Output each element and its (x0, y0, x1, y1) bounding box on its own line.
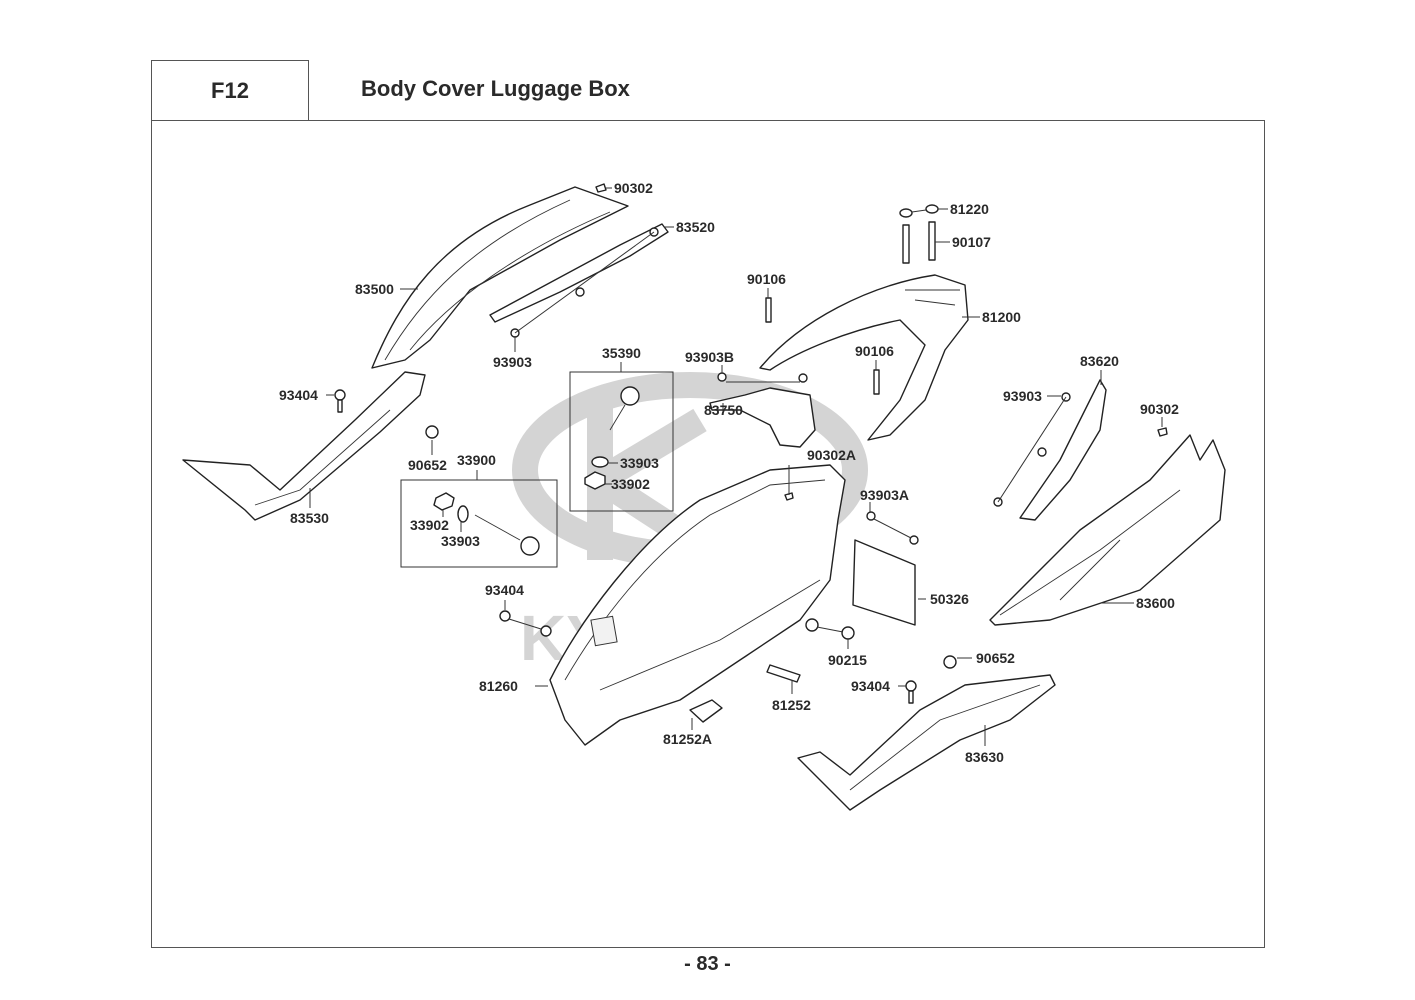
callout-93404[interactable]: 93404 (851, 678, 890, 694)
page-title: Body Cover Luggage Box (361, 76, 630, 101)
callout-93903[interactable]: 93903 (493, 354, 532, 370)
diagram-frame (151, 120, 1265, 948)
callout-83530[interactable]: 83530 (290, 510, 329, 526)
part-83750-cover[interactable] (709, 387, 816, 448)
callout-83750[interactable]: 83750 (704, 402, 743, 418)
fasteners (334, 183, 1168, 723)
callout-90302[interactable]: 90302 (614, 180, 653, 196)
callout-90106[interactable]: 90106 (747, 271, 786, 287)
bolt-90107[interactable] (902, 221, 936, 264)
callout-83600[interactable]: 83600 (1136, 595, 1175, 611)
callout-90215[interactable]: 90215 (828, 652, 867, 668)
callout-35390[interactable]: 35390 (602, 345, 641, 361)
screw-93903B[interactable] (717, 372, 808, 383)
callout-33902[interactable]: 33902 (410, 517, 449, 533)
screw-93903A[interactable] (866, 511, 919, 545)
clip-90652-right[interactable] (943, 655, 957, 669)
callout-33903[interactable]: 33903 (620, 455, 659, 471)
pad-81252[interactable] (766, 664, 801, 683)
group-box-33900 (400, 479, 558, 568)
callout-83500[interactable]: 83500 (355, 281, 394, 297)
callout-90652[interactable]: 90652 (408, 457, 447, 473)
callout-83520[interactable]: 83520 (676, 219, 715, 235)
part-83500-side-cover[interactable] (371, 186, 629, 369)
callout-81252[interactable]: 81252 (772, 697, 811, 713)
screw-93903-b[interactable] (575, 287, 585, 297)
callout-50326[interactable]: 50326 (930, 591, 969, 607)
pad-81252A[interactable] (689, 699, 723, 723)
socket-33900[interactable] (433, 492, 540, 556)
screw-93404-left[interactable] (334, 389, 346, 413)
section-code: F12 (151, 60, 309, 120)
callout-93404[interactable]: 93404 (279, 387, 318, 403)
callout-33902[interactable]: 33902 (611, 476, 650, 492)
callout-90302A[interactable]: 90302A (807, 447, 856, 463)
callout-33903[interactable]: 33903 (441, 533, 480, 549)
clip-90302-right[interactable] (1157, 427, 1168, 437)
callout-81260[interactable]: 81260 (479, 678, 518, 694)
callout-90302[interactable]: 90302 (1140, 401, 1179, 417)
part-83530-floor-side-cover[interactable] (182, 371, 426, 521)
bolt-90106-left[interactable] (765, 297, 772, 323)
clip-90652-left[interactable] (425, 425, 439, 439)
clip-90302-top[interactable] (595, 183, 607, 193)
callout-81252A[interactable]: 81252A (663, 731, 712, 747)
callout-81220[interactable]: 81220 (950, 201, 989, 217)
callout-93404[interactable]: 93404 (485, 582, 524, 598)
clip-90302A[interactable] (784, 492, 794, 501)
bolt-90106-right[interactable] (873, 369, 880, 395)
callout-33900[interactable]: 33900 (457, 452, 496, 468)
page-number: - 83 - (684, 953, 731, 975)
callout-83620[interactable]: 83620 (1080, 353, 1119, 369)
callout-83630[interactable]: 83630 (965, 749, 1004, 765)
part-83630-floor-side-cover[interactable] (797, 674, 1056, 811)
leader-lines (309, 187, 1163, 746)
callout-81200[interactable]: 81200 (982, 309, 1021, 325)
part-83600-side-cover[interactable] (989, 434, 1226, 626)
callout-90106[interactable]: 90106 (855, 343, 894, 359)
nut-90215[interactable] (805, 618, 855, 640)
part-81260-luggage-box[interactable] (549, 464, 846, 746)
part-81200-rear-grip[interactable] (759, 274, 969, 441)
callout-93903[interactable]: 93903 (1003, 388, 1042, 404)
part-50326-panel[interactable] (852, 539, 916, 626)
screw-93404-lower-left[interactable] (499, 610, 552, 637)
socket-35390[interactable] (584, 386, 640, 490)
callout-90107[interactable]: 90107 (952, 234, 991, 250)
callout-93903A[interactable]: 93903A (860, 487, 909, 503)
screw-93903-right[interactable] (993, 392, 1071, 507)
callout-90652[interactable]: 90652 (976, 650, 1015, 666)
callout-93903B[interactable]: 93903B (685, 349, 734, 365)
part-83620-trim-strip[interactable] (1019, 379, 1107, 521)
part-83520-trim-strip[interactable] (489, 223, 669, 323)
callout-labels: 90302 83520 83500 93903 81220 90107 9010… (279, 180, 1179, 765)
screw-93404-lower-right[interactable] (905, 680, 917, 704)
